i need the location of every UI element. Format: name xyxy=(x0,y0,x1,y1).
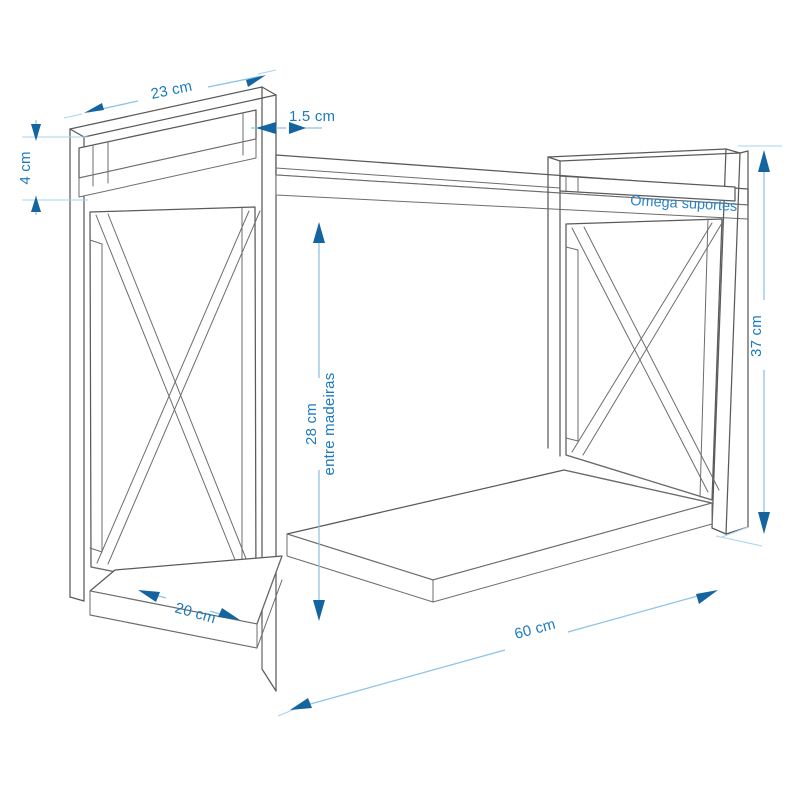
brand-watermark: Omega suportes xyxy=(630,193,738,215)
dimension-label-28cm: 28 cm xyxy=(303,403,320,445)
dimension-37cm: 37 cm xyxy=(715,145,782,547)
dimension-label-37cm: 37 cm xyxy=(748,315,765,357)
dimension-28cm: 28 cm entre madeiras xyxy=(303,222,338,621)
dimension-label-1_5cm: 1.5 cm xyxy=(289,108,335,125)
brand-watermark-text: Omega suportes xyxy=(630,193,738,215)
dimension-23cm: 23 cm xyxy=(63,69,277,119)
dimension-sublabel-28cm: entre madeiras xyxy=(321,373,338,476)
top-shelf-board-right xyxy=(559,175,736,202)
dimension-1_5cm: 1.5 cm xyxy=(251,108,335,134)
shelf-object xyxy=(69,86,749,692)
dimension-label-60cm: 60 cm xyxy=(513,616,558,643)
bottom-shelf-board-left xyxy=(89,555,283,649)
right-side-panel xyxy=(547,148,749,535)
top-shelf-board-left xyxy=(78,109,257,198)
bottom-shelf-board xyxy=(286,469,713,603)
dimension-label-4cm: 4 cm xyxy=(17,151,34,184)
dimension-label-23cm: 23 cm xyxy=(149,78,193,103)
dimension-4cm: 4 cm xyxy=(17,120,88,215)
